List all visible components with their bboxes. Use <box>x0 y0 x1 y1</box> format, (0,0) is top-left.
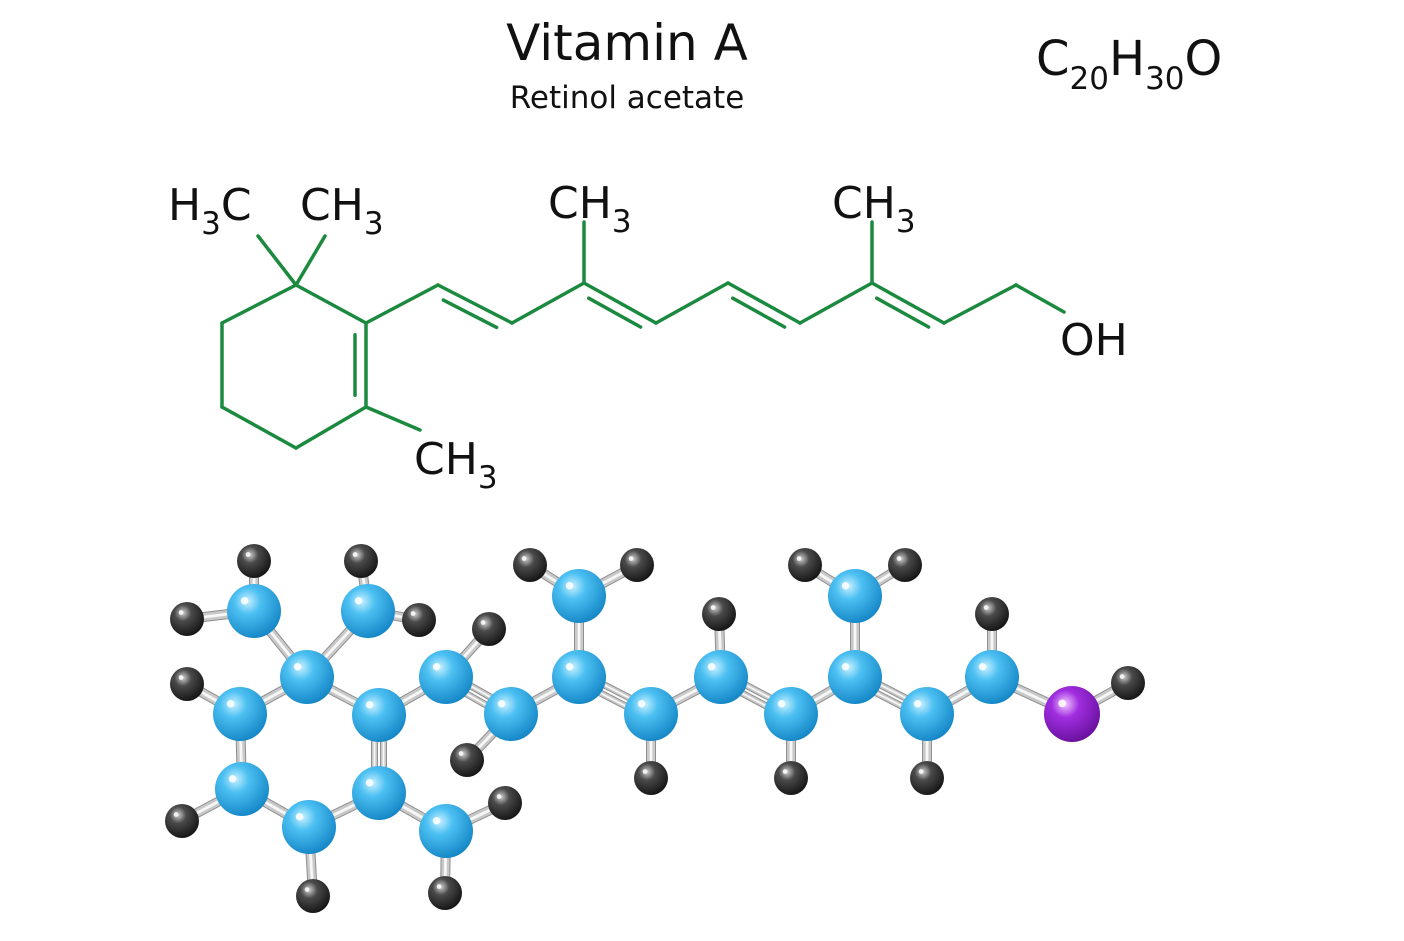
ch3-label-ring: CH3 <box>414 434 498 496</box>
skeletal-double-bond <box>730 296 787 329</box>
hydrogen-atom <box>296 879 330 913</box>
carbon-atom <box>828 569 882 623</box>
symbol: C <box>1036 31 1070 87</box>
subscript: 30 <box>1145 61 1184 97</box>
skeletal-bond <box>220 405 298 450</box>
hydrogen-atom <box>488 786 522 820</box>
skeletal-bond <box>364 405 422 432</box>
symbol: H <box>168 180 201 231</box>
carbon-atom <box>484 687 538 741</box>
carbon-atom <box>694 650 748 704</box>
carbon-atom <box>419 650 473 704</box>
carbon-atom <box>764 687 818 741</box>
hydrogen-atom <box>428 876 462 910</box>
subtitle: Retinol acetate <box>510 80 745 116</box>
hydrogen-atom <box>450 743 484 777</box>
hydrogen-atom <box>888 548 922 582</box>
carbon-atom <box>552 650 606 704</box>
symbol: H <box>1109 31 1145 87</box>
symbol: CH <box>300 180 364 231</box>
carbon-atom <box>280 650 334 704</box>
oxygen-atom <box>1044 686 1100 742</box>
skeletal-bond <box>294 283 368 325</box>
molecular-formula: C20H30O <box>1036 31 1222 97</box>
subscript: 3 <box>896 204 916 240</box>
carbon-atom <box>965 650 1019 704</box>
skeletal-formula <box>220 220 1066 450</box>
hydrogen-atom <box>237 544 271 578</box>
skeletal-bond <box>294 234 327 287</box>
carbon-atom <box>352 688 406 742</box>
skeletal-labels: H3C CH3 CH3 CH3 CH3 OH <box>168 178 1128 496</box>
symbol: C <box>221 180 252 231</box>
carbon-atom <box>352 766 406 820</box>
hydrogen-atom <box>774 761 808 795</box>
symbol: O <box>1185 31 1223 87</box>
ch3-label-gem: CH3 <box>300 180 384 242</box>
hydrogen-atom <box>975 597 1009 631</box>
carbon-atom <box>215 762 269 816</box>
skeletal-bond <box>364 283 440 325</box>
carbon-atom <box>552 569 606 623</box>
skeletal-bond <box>294 405 368 450</box>
h3c-label: H3C <box>168 180 252 242</box>
carbon-atom <box>282 800 336 854</box>
skeletal-double-bond <box>586 296 643 329</box>
ch3-label-chain-2: CH3 <box>832 178 916 240</box>
carbon-atom <box>900 687 954 741</box>
skeletal-double-bond <box>874 296 931 329</box>
hydrogen-atom <box>472 612 506 646</box>
skeletal-bond <box>654 281 730 325</box>
skeletal-bond <box>510 281 586 325</box>
hydrogen-atom <box>402 603 436 637</box>
ball-and-stick-atoms <box>165 544 1145 913</box>
hydrogen-atom <box>165 804 199 838</box>
hydrogen-atom <box>910 761 944 795</box>
symbol: CH <box>832 178 896 229</box>
skeletal-bond <box>436 283 514 325</box>
hydrogen-atom <box>1111 666 1145 700</box>
skeletal-bond <box>256 234 298 287</box>
hydrogen-atom <box>170 667 204 701</box>
carbon-atom <box>341 584 395 638</box>
carbon-atom <box>419 804 473 858</box>
skeletal-bond <box>726 281 802 325</box>
carbon-atom <box>828 650 882 704</box>
carbon-atom <box>624 687 678 741</box>
hydrogen-atom <box>702 597 736 631</box>
symbol: CH <box>548 178 612 229</box>
skeletal-bond <box>942 283 1018 325</box>
hydrogen-atom <box>620 548 654 582</box>
symbol: CH <box>414 434 478 485</box>
oh-label: OH <box>1060 315 1128 366</box>
subscript: 3 <box>478 460 498 496</box>
skeletal-bond <box>582 281 658 325</box>
subscript: 3 <box>201 206 221 242</box>
carbon-atom <box>227 584 281 638</box>
skeletal-bond <box>220 283 298 325</box>
skeletal-bond <box>1014 283 1066 314</box>
hydrogen-atom <box>170 602 204 636</box>
symbol: OH <box>1060 315 1128 366</box>
title: Vitamin A <box>506 14 748 72</box>
skeletal-double-bond <box>441 298 499 330</box>
carbon-atom <box>213 687 267 741</box>
subscript: 3 <box>364 206 384 242</box>
subscript: 3 <box>612 204 632 240</box>
hydrogen-atom <box>513 548 547 582</box>
subscript: 20 <box>1070 61 1109 97</box>
hydrogen-atom <box>634 761 668 795</box>
skeletal-bond <box>798 281 874 325</box>
ch3-label-chain-1: CH3 <box>548 178 632 240</box>
hydrogen-atom <box>344 544 378 578</box>
skeletal-bond <box>870 281 946 325</box>
hydrogen-atom <box>788 548 822 582</box>
